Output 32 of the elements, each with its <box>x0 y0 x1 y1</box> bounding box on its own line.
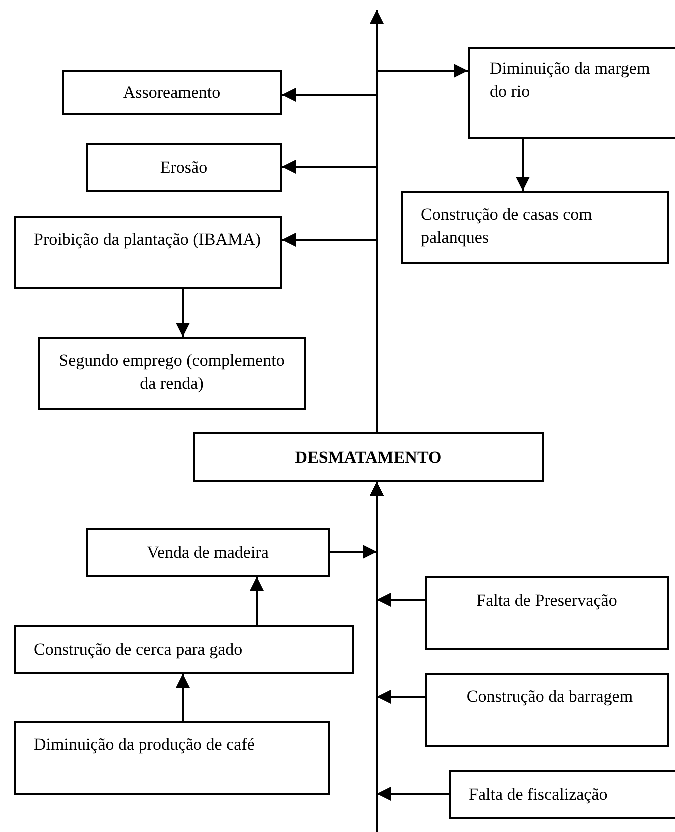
box-label: Proibição da plantação (IBAMA) <box>34 229 262 251</box>
process-box <box>468 47 675 139</box>
arrow <box>370 482 449 801</box>
process-box <box>14 721 330 795</box>
box-label: Construção de casas com palanques <box>421 204 594 249</box>
box-label: Diminuição da margem do rio <box>490 58 652 103</box>
process-box <box>425 673 669 747</box>
process-box <box>86 143 282 192</box>
box-label: Segundo emprego (complemento da renda) <box>58 350 286 395</box>
arrow <box>516 139 530 191</box>
box-label: Assoreamento <box>123 82 221 104</box>
process-box <box>193 432 544 482</box>
arrow <box>250 577 264 625</box>
box-label: Falta de fiscalização <box>469 784 608 806</box>
process-box <box>38 337 306 410</box>
box-label: Diminuição da produção de café <box>34 734 255 756</box>
process-box <box>86 528 330 577</box>
process-box <box>425 576 669 650</box>
arrow <box>176 674 190 721</box>
box-label: Falta de Preservação <box>476 590 618 612</box>
process-box <box>449 770 675 819</box>
box-label: DESMATAMENTO <box>295 447 442 469</box>
box-label: Venda de madeira <box>147 542 269 564</box>
arrow <box>176 289 190 337</box>
box-label: Erosão <box>160 157 208 179</box>
box-label: Construção de cerca para gado <box>34 639 243 661</box>
box-label: Construção da barragem <box>466 686 634 708</box>
process-box <box>401 191 669 264</box>
process-box <box>14 625 354 674</box>
process-box <box>62 70 282 115</box>
arrow <box>370 10 384 432</box>
process-box <box>14 216 282 289</box>
